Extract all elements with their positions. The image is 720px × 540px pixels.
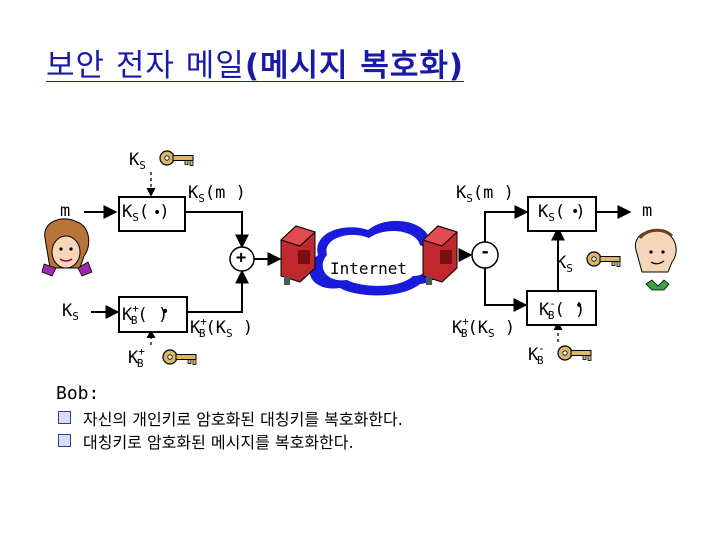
person-icon bbox=[41, 218, 93, 277]
decrypt-kb-box-right bbox=[526, 290, 597, 326]
mailbox-icon bbox=[280, 225, 316, 285]
title-bold: (메시지 복호화) bbox=[244, 48, 465, 84]
plus-symbol: + bbox=[236, 248, 247, 268]
ks-func-left-label: KS( ) bbox=[122, 202, 170, 224]
key-icon bbox=[586, 251, 621, 268]
list-item: 대칭키로 암호화된 메시지를 복호화한다. bbox=[58, 429, 403, 452]
bob-heading: Bob: bbox=[56, 383, 100, 404]
ks-m-right-label: KS(m ) bbox=[456, 183, 514, 205]
ks-m-left-label: KS(m ) bbox=[188, 183, 246, 205]
kb-minus-func-label: K-B( ) bbox=[539, 297, 586, 322]
list-item: 자신의 개인키로 암호화된 대칭키를 복호화한다. bbox=[58, 406, 403, 429]
dot-marker: • bbox=[161, 304, 170, 320]
kb-ks-right-label: K+B(KS ) bbox=[452, 315, 516, 340]
ks-func-right-label: KS( ) bbox=[538, 202, 586, 224]
ks-left-mid-label: KS bbox=[62, 301, 79, 323]
bullet-icon bbox=[58, 411, 71, 424]
title-plain: 보안 전자 메일 bbox=[46, 48, 245, 84]
ks-right-key-label: KS bbox=[556, 253, 573, 275]
kb-plus-func-label: K+B( ) bbox=[122, 302, 169, 327]
decrypt-ks-box-right bbox=[527, 196, 597, 232]
kb-minus-key-label: K-B bbox=[528, 342, 545, 367]
ks-top-label: KS bbox=[129, 150, 146, 172]
m-right-label: m bbox=[642, 201, 653, 221]
encrypt-ks-box-left bbox=[118, 196, 186, 232]
key-icon bbox=[557, 345, 592, 362]
mailbox-icon bbox=[422, 225, 458, 285]
bullet-list: 자신의 개인키로 암호화된 대칭키를 복호화한다. 대칭키로 암호화된 메시지를… bbox=[58, 406, 403, 452]
dot-marker: • bbox=[575, 298, 584, 314]
page-title: 보안 전자 메일(메시지 복호화) bbox=[46, 40, 464, 85]
person-icon bbox=[634, 228, 677, 291]
key-icon bbox=[159, 150, 194, 167]
dot-marker: • bbox=[153, 205, 162, 221]
bullet-icon bbox=[58, 434, 71, 447]
kb-plus-key-label: K+B bbox=[128, 345, 145, 370]
encrypt-kb-box-left bbox=[118, 296, 188, 333]
combine-node bbox=[229, 246, 255, 272]
minus-symbol: - bbox=[480, 242, 491, 262]
key-icon bbox=[162, 349, 197, 366]
m-left-label: m bbox=[60, 201, 71, 221]
kb-ks-left-label: K+B(KS ) bbox=[190, 315, 254, 340]
internet-label: Internet bbox=[330, 259, 408, 278]
dot-marker: • bbox=[571, 204, 580, 220]
